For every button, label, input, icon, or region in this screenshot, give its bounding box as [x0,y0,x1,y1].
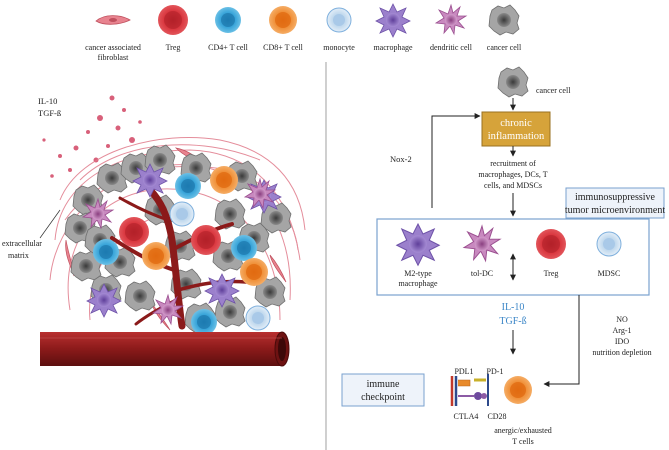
checkpoint-label: immune [367,379,400,390]
legend-dendritic-label: dendritic cell [430,43,473,52]
nutrition-label: nutrition depletion [592,348,651,357]
suppression-arrow [543,295,580,387]
legend-fibroblast-label-2: fibroblast [98,53,129,62]
no-label: NO [616,315,628,324]
nox2-label: Nox-2 [390,154,412,164]
pdl1-label: PDL1 [454,367,473,376]
treg-flow-label: Treg [544,269,559,278]
checkpoint-receptors [450,374,489,406]
immunosuppressive-tme-box [565,187,665,219]
cd4-t-cell-icon [215,7,241,33]
recruitment-label-2: macrophages, DCs, T [478,170,547,179]
flow-cancer-cell-label: cancer cell [536,86,571,95]
chronic-inflammation-label-2: inflammation [488,131,545,142]
legend-fibroblast-label: cancer associated [85,43,141,52]
cd28-label: CD28 [487,412,506,421]
immune-checkpoint-box [341,373,425,407]
recruitment-label-3: cells, and MDSCs [484,181,542,190]
m2-macrophage-icon [396,223,440,266]
monocyte-icon [326,7,352,33]
blood-vessel [40,331,290,367]
fibroblast-icon [95,15,131,25]
legend-cd4-label: CD4+ T cell [208,43,249,52]
cd8-t-cell-icon [269,6,297,34]
ido-label: IDO [615,337,629,346]
tumor-illustration: IL-10 TGF-ß extracellular matrix [2,95,306,367]
anergic-t-cell-icon [504,376,532,404]
ctla4-label: CTLA4 [454,412,479,421]
legend-monocyte-label: monocyte [323,43,355,52]
anergic-label-2: T cells [512,437,533,446]
checkpoint-label-2: checkpoint [361,392,405,403]
immunosuppressive-label: immunosuppressive [575,192,656,203]
fibroblast-cells [65,147,287,331]
treg-flow-icon [536,229,566,259]
tgf-blue-label: TGF-ß [499,316,526,327]
legend-treg-label: Treg [166,43,181,52]
m2-label: M2-type [404,269,432,278]
ecm-pointer [39,209,61,239]
legend-macrophage-label: macrophage [373,43,413,52]
mdsc-label: MDSC [598,269,621,278]
top-cancer-cell-icon [497,66,529,98]
ecm-label: extracellular [2,239,42,248]
macrophage-icon [375,3,411,38]
pd1-label: PD-1 [487,367,504,376]
legend-cd8-label: CD8+ T cell [263,43,304,52]
left-il10-label: IL-10 [38,96,57,106]
toldc-label: tol-DC [471,269,493,278]
dendritic-cell-icon [435,4,467,35]
legend: cancer associated fibroblast Treg CD4+ T… [85,3,522,62]
ecm-label-2: matrix [8,251,29,260]
mdsc-icon [596,231,622,257]
immunosuppressive-label-2: tumor microenvironment [565,205,665,216]
il10-blue-label: IL-10 [502,302,525,313]
chronic-inflammation-label: chronic [500,118,532,129]
anergic-label: anergic/exhausted [494,426,552,435]
recruitment-label: recruitment of [490,159,536,168]
chronic-inflammation-box [481,111,551,147]
cancer-cell-icon [488,4,520,36]
mechanism-flow: cancer cell chronic inflammation Nox-2 r… [341,66,665,446]
treg-icon [158,5,188,35]
arg1-label: Arg-1 [613,326,632,335]
left-tgf-label: TGF-ß [38,108,61,118]
m2-label-2: macrophage [398,279,438,288]
legend-cancer-label: cancer cell [487,43,522,52]
nox2-feedback-arrow [431,113,481,208]
